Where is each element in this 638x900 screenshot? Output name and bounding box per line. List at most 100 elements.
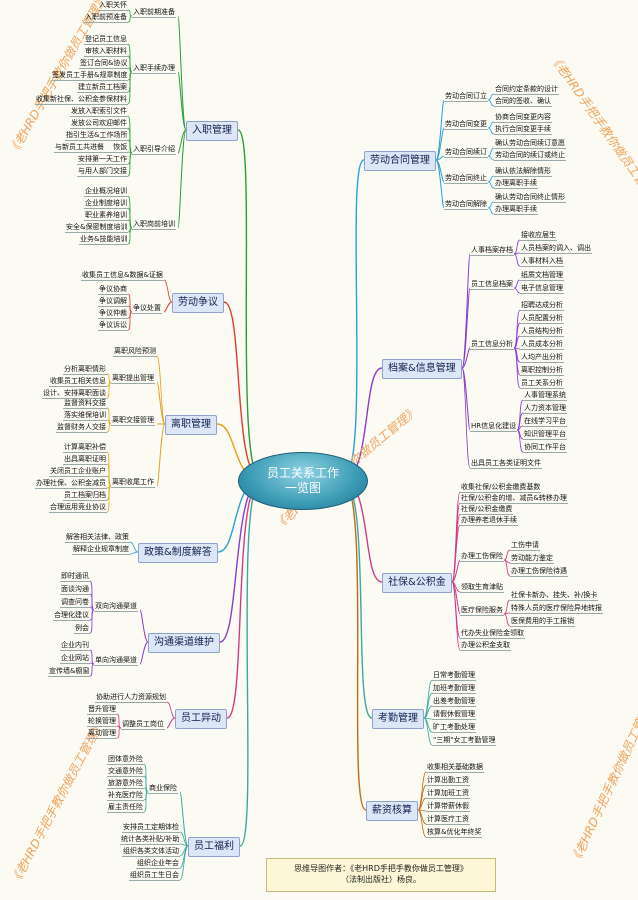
leaf-node[interactable]: 人员结构分析 xyxy=(520,327,564,337)
leaf-node[interactable]: 计算医疗工资 xyxy=(426,815,470,825)
leaf-node[interactable]: 招聘达成分析 xyxy=(520,301,564,311)
leaf-node[interactable]: 旅游意外险 xyxy=(107,779,144,789)
sub-branch-node[interactable]: 劳动合同解除 xyxy=(444,200,488,210)
leaf-node[interactable]: 组织员工生日会 xyxy=(129,871,180,881)
sub-branch-node[interactable]: 劳动合同订立 xyxy=(444,92,488,102)
leaf-node[interactable]: 业务&技能培训 xyxy=(79,235,129,245)
leaf-node[interactable]: 人事管理系统 xyxy=(523,391,567,401)
leaf-node[interactable]: 计算带薪休假 xyxy=(426,802,470,812)
leaf-node[interactable]: 确认劳动合同续订意愿 xyxy=(494,139,566,149)
leaf-node[interactable]: "三期"女工考勤管理 xyxy=(432,736,497,746)
leaf-node[interactable]: 计算加班工资 xyxy=(426,789,470,799)
leaf-node[interactable]: 工伤申请 xyxy=(510,541,540,551)
branch-node[interactable]: 社保&公积金 xyxy=(382,573,452,593)
leaf-node[interactable]: 出差考勤管理 xyxy=(432,697,476,707)
sub-branch-node[interactable]: 员工信息分析 xyxy=(470,340,514,350)
leaf-node[interactable]: 收集相关基础数据 xyxy=(426,763,484,773)
leaf-node[interactable]: 计算离职补偿 xyxy=(63,443,107,453)
leaf-node[interactable]: 补充医疗险 xyxy=(107,791,144,801)
leaf-node[interactable]: 合理化建议 xyxy=(53,611,90,621)
leaf-node[interactable]: 解释企业规章制度 xyxy=(72,545,130,555)
leaf-node[interactable]: 设计、安排离职面谈 xyxy=(42,389,107,399)
branch-node[interactable]: 考勤管理 xyxy=(372,709,424,729)
leaf-node[interactable]: 收集员工信息&数据&证据 xyxy=(81,271,164,281)
leaf-node[interactable]: 统计各类补贴/补助 xyxy=(120,835,181,845)
sub-branch-node[interactable]: 单向沟通渠道 xyxy=(94,656,138,666)
sub-branch-node[interactable]: HR信息化建设 xyxy=(470,422,518,432)
leaf-node[interactable]: 办理离职手续 xyxy=(494,179,538,189)
leaf-node[interactable]: 离职风险预测 xyxy=(113,347,157,357)
leaf-node[interactable]: 办理公积金支取 xyxy=(460,641,511,651)
leaf-node[interactable]: 与用人部门交接 xyxy=(77,167,128,177)
leaf-node[interactable]: 办理离职手续 xyxy=(494,205,538,215)
leaf-node[interactable]: 加班考勤管理 xyxy=(432,684,476,694)
leaf-node[interactable]: 特殊人员的医疗保险异地转报 xyxy=(510,604,603,614)
sub-branch-node[interactable]: 双向沟通渠道 xyxy=(94,602,138,612)
leaf-node[interactable]: 企业内刊 xyxy=(60,641,90,651)
leaf-node[interactable]: 劳动能力鉴定 xyxy=(510,554,554,564)
sub-branch-node[interactable]: 入职前期准备 xyxy=(132,8,176,18)
leaf-node[interactable]: 企业概况培训 xyxy=(84,187,128,197)
leaf-node[interactable]: 执行合同变更手续 xyxy=(494,125,552,135)
leaf-node[interactable]: 旷工考勤处理 xyxy=(432,723,476,733)
sub-branch-node[interactable]: 离职交接管理 xyxy=(111,416,155,426)
sub-branch-node[interactable]: 劳动合同续订 xyxy=(444,148,488,158)
leaf-node[interactable]: 团体意外险 xyxy=(107,755,144,765)
sub-branch-node[interactable]: 入职手续办理 xyxy=(132,64,176,74)
leaf-node[interactable]: 知识管理平台 xyxy=(523,430,567,440)
sub-branch-node[interactable]: 入职岗前培训 xyxy=(132,220,176,230)
leaf-node[interactable]: 监督资料交接 xyxy=(63,399,107,409)
leaf-node[interactable]: 协同工作平台 xyxy=(523,443,567,453)
leaf-node[interactable]: 医保费用的手工报销 xyxy=(510,617,575,627)
leaf-node[interactable]: 落实维保培训 xyxy=(63,411,107,421)
leaf-node[interactable]: 人均产出分析 xyxy=(520,353,564,363)
leaf-node[interactable]: 计算出勤工资 xyxy=(426,776,470,786)
leaf-node[interactable]: 发放公司欢迎邮件 xyxy=(70,119,128,129)
leaf-node[interactable]: 社保/公积金的增、减员&转移办理 xyxy=(460,494,568,504)
leaf-node[interactable]: 合理运用竞业协议 xyxy=(49,503,107,513)
leaf-node[interactable]: 入职前预准备 xyxy=(84,13,128,23)
branch-node[interactable]: 薪资核算 xyxy=(366,801,418,821)
leaf-node[interactable]: 合同的签收、确认 xyxy=(494,97,552,107)
leaf-node[interactable]: 安全&保密制度培训 xyxy=(65,223,129,233)
leaf-node[interactable]: 监督财务人交接 xyxy=(56,423,107,433)
leaf-node[interactable]: 争议调解 xyxy=(98,297,128,307)
leaf-node[interactable]: 企业网站 xyxy=(60,654,90,664)
leaf-node[interactable]: 面谈沟通 xyxy=(60,585,90,595)
branch-node[interactable]: 员工异动 xyxy=(175,709,227,729)
leaf-node[interactable]: 社保卡新办、挂失、补/换卡 xyxy=(510,591,599,601)
leaf-node[interactable]: 组织企业年会 xyxy=(136,859,180,869)
leaf-node[interactable]: 接收应届生 xyxy=(520,231,557,241)
branch-node[interactable]: 档案&信息管理 xyxy=(382,359,462,379)
leaf-node[interactable]: 人力资本管理 xyxy=(523,404,567,414)
leaf-node[interactable]: 争议诉讼 xyxy=(98,321,128,331)
leaf-node[interactable]: 晋升管理 xyxy=(87,705,117,715)
sub-branch-node[interactable]: 离职提出管理 xyxy=(111,374,155,384)
leaf-node[interactable]: 安排员工定期体检 xyxy=(122,823,180,833)
branch-node[interactable]: 入职管理 xyxy=(186,121,238,141)
sub-branch-node[interactable]: 员工信息档案 xyxy=(470,280,514,290)
leaf-node[interactable]: 出具员工各类证明文件 xyxy=(470,459,542,469)
branch-node[interactable]: 劳动争议 xyxy=(172,293,224,313)
leaf-node[interactable]: 雇主责任险 xyxy=(107,803,144,813)
leaf-node[interactable]: 分析离职情形 xyxy=(63,365,107,375)
leaf-node[interactable]: 确认依法解除情形 xyxy=(494,167,552,177)
sub-branch-node[interactable]: 商业保险 xyxy=(148,784,178,794)
leaf-node[interactable]: 签订合同&协议 xyxy=(79,59,129,69)
leaf-node[interactable]: 出具离职证明 xyxy=(63,455,107,465)
leaf-node[interactable]: 争议仲裁 xyxy=(98,309,128,319)
leaf-node[interactable]: 人员档案的调入、调出 xyxy=(520,244,592,254)
leaf-node[interactable]: 入职关怀 xyxy=(98,1,128,11)
leaf-node[interactable]: 安排第一天工作 xyxy=(77,155,128,165)
leaf-node[interactable]: 组织各类文体活动 xyxy=(122,847,180,857)
sub-branch-node[interactable]: 争议处置 xyxy=(132,304,162,314)
center-node[interactable]: 员工关系工作一览图 xyxy=(238,452,368,510)
leaf-node[interactable]: 协助进行人力资源规划 xyxy=(95,693,167,703)
leaf-node[interactable]: 解答相关法律、政策 xyxy=(65,533,130,543)
leaf-node[interactable]: 电子信息管理 xyxy=(520,284,564,294)
leaf-node[interactable]: 宣传墙&橱窗 xyxy=(48,667,91,677)
leaf-node[interactable]: 合同约定条款的设计 xyxy=(494,85,559,95)
leaf-node[interactable]: 人员配置分析 xyxy=(520,314,564,324)
leaf-node[interactable]: 核算&优化年终奖 xyxy=(426,828,483,838)
leaf-node[interactable]: 员工档案归档 xyxy=(63,491,107,501)
